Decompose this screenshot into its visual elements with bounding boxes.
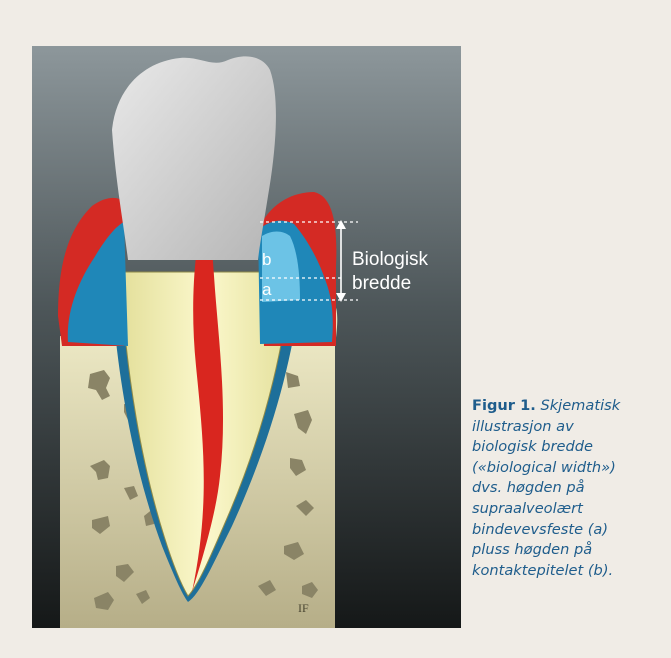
label-biological-width-line1: Biologisk [352,249,429,270]
caption-line: («biological width») [472,459,616,476]
caption-line: dvs. høgden på [472,479,585,496]
tooth-illustration: b a Biologisk bredde IF [32,46,461,628]
caption-line: supraalveolært [472,500,583,517]
tooth-crown [112,56,276,260]
caption-line: bindevevsfeste (a) [472,521,608,538]
caption-lead: Figur 1. [472,397,536,414]
caption-line: biologisk bredde [472,438,593,455]
caption-line: kontaktepitelet (b). [472,562,613,579]
caption-line: Skjematisk [540,397,620,414]
artist-signature: IF [298,601,309,615]
tooth-diagram-svg: b a Biologisk bredde IF [32,46,461,628]
label-b: b [262,250,271,269]
label-a: a [262,280,272,299]
label-biological-width-line2: bredde [352,273,411,294]
caption-line: pluss høgden på [472,541,592,558]
figure-caption: Figur 1. Skjematisk illustrasjon av biol… [472,396,662,581]
caption-line: illustrasjon av [472,418,574,435]
